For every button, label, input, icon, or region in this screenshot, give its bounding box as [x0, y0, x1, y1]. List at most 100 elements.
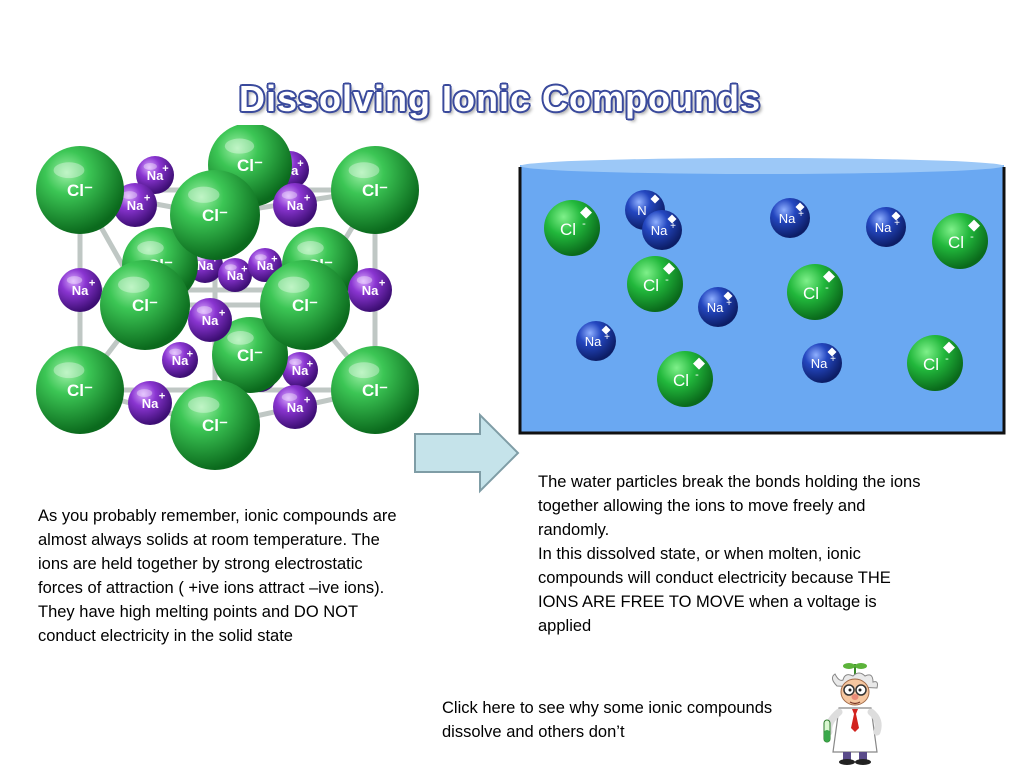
sodium-ion-label: Na	[875, 220, 892, 235]
sodium-ion-label: Na	[72, 283, 89, 298]
chloride-ion-label: Cl	[673, 371, 689, 390]
water	[520, 165, 1004, 433]
chloride-ion: Cl-	[627, 256, 683, 312]
sodium-ion-label: N	[637, 203, 646, 218]
chloride-ion: Cl-	[787, 264, 843, 320]
chloride-ion-label: Cl⁻	[132, 296, 158, 315]
sodium-ion-label: Na	[362, 283, 379, 298]
sodium-ion-label: Na	[287, 400, 304, 415]
chloride-ion: Cl⁻	[212, 317, 288, 393]
svg-text:-: -	[665, 274, 669, 286]
sodium-ion: Na+	[282, 352, 318, 388]
svg-text:+: +	[304, 193, 310, 205]
sodium-ion: Na+	[576, 321, 616, 361]
solution-paragraph-2: In this dissolved state, or when molten,…	[538, 545, 891, 635]
chloride-ion: Cl-	[907, 335, 963, 391]
chloride-ion-label: Cl	[560, 220, 576, 239]
sodium-ion-label: Na	[292, 363, 309, 378]
sodium-ion-label: Na	[227, 268, 244, 283]
sodium-ion-label: Na	[811, 356, 828, 371]
crystal-lattice: Na+Na+Na+Na+Na+Na+Na+Na+Cl⁻Cl⁻Cl⁻Cl⁻Na+N…	[36, 125, 419, 470]
svg-text:-: -	[695, 369, 699, 381]
chloride-ion-label: Cl⁻	[67, 381, 93, 400]
sodium-ion: Na+	[162, 342, 198, 378]
chloride-ion-label: Cl⁻	[292, 296, 318, 315]
sodium-ion: Na+	[802, 343, 842, 383]
svg-text:+: +	[144, 193, 150, 205]
chloride-ion-label: Cl	[643, 276, 659, 295]
svg-text:+: +	[304, 395, 310, 407]
chloride-ion: Cl-	[932, 213, 988, 269]
svg-text:+: +	[798, 209, 804, 220]
sodium-ion-label: Na	[707, 300, 724, 315]
sodium-ion: Na+	[866, 207, 906, 247]
svg-text:+: +	[894, 218, 900, 229]
svg-text:+: +	[89, 278, 95, 290]
chloride-ion-label: Cl	[948, 233, 964, 252]
sodium-ion-label: Na	[197, 258, 214, 273]
sodium-ion-label: Na	[287, 198, 304, 213]
chloride-ion-label: Cl⁻	[202, 416, 228, 435]
sodium-ion-label: Na	[257, 258, 274, 273]
sodium-ion: Na+	[770, 198, 810, 238]
svg-text:+: +	[604, 332, 610, 343]
chloride-ion-label: Cl⁻	[362, 381, 388, 400]
chloride-ion: Cl-	[657, 351, 713, 407]
svg-text:+: +	[241, 263, 247, 275]
svg-text:+: +	[830, 354, 836, 365]
svg-text:+: +	[379, 278, 385, 290]
chloride-ion: Cl⁻	[170, 380, 260, 470]
chloride-ion-label: Cl⁻	[202, 206, 228, 225]
sodium-ion-label: Na	[127, 198, 144, 213]
svg-text:+: +	[187, 348, 193, 360]
chloride-ion: Cl⁻	[36, 346, 124, 434]
lattice-description: As you probably remember, ionic compound…	[38, 507, 397, 645]
solution-paragraph-1: The water particles break the bonds hold…	[538, 473, 921, 539]
svg-text:+: +	[307, 358, 313, 370]
beaker-solution: NCl-Cl-Cl-Cl-Cl-Cl-Na+Na+Na+Na+Na+Na+	[518, 158, 1006, 435]
svg-text:+: +	[297, 158, 303, 170]
sodium-ion-label: Na	[142, 396, 159, 411]
sodium-ion-label: Na	[779, 211, 796, 226]
chloride-ion-label: Cl	[923, 355, 939, 374]
slide-title: Dissolving Ionic Compounds	[238, 78, 762, 119]
chloride-ion-label: Cl⁻	[67, 181, 93, 200]
chloride-ion: Cl⁻	[331, 146, 419, 234]
svg-text:+: +	[670, 221, 676, 232]
sodium-ion: Na+	[642, 210, 682, 250]
sodium-ion-label: Na	[585, 334, 602, 349]
chloride-ion: Cl⁻	[331, 346, 419, 434]
svg-text:-: -	[582, 218, 586, 230]
sodium-ion-label: Na	[147, 168, 164, 183]
chloride-ion: Cl⁻	[100, 260, 190, 350]
sodium-ion: Na+	[698, 287, 738, 327]
sodium-ion: Na+	[58, 268, 102, 312]
right-arrow-icon	[414, 412, 520, 494]
sodium-ion-label: Na	[172, 353, 189, 368]
dissolve-explanation-link[interactable]: Click here to see why some ionic compoun…	[442, 699, 773, 741]
svg-text:-: -	[970, 231, 974, 243]
sodium-ion: Na+	[273, 183, 317, 227]
svg-text:+: +	[162, 163, 168, 175]
chloride-ion-label: Cl⁻	[237, 156, 263, 175]
svg-text:+: +	[219, 308, 225, 320]
chloride-ion-label: Cl⁻	[362, 181, 388, 200]
chloride-ion-label: Cl⁻	[237, 346, 263, 365]
sodium-ion: Na+	[273, 385, 317, 429]
chloride-ion: Cl⁻	[170, 170, 260, 260]
svg-text:-: -	[945, 353, 949, 365]
sodium-ion: Na+	[136, 156, 174, 194]
svg-text:+: +	[271, 253, 277, 265]
scientist-icon	[823, 663, 882, 765]
chloride-ion: Cl-	[544, 200, 600, 256]
sodium-ion-label: Na	[651, 223, 668, 238]
svg-text:+: +	[159, 391, 165, 403]
water-surface	[520, 158, 1004, 174]
solution-description: The water particles break the bonds hold…	[538, 470, 923, 638]
svg-text:+: +	[726, 298, 732, 309]
sodium-ion: Na+	[128, 381, 172, 425]
sodium-ion: Na+	[218, 258, 252, 292]
chloride-ion-label: Cl	[803, 284, 819, 303]
sodium-ion: Na+	[188, 298, 232, 342]
sodium-ion: Na+	[348, 268, 392, 312]
